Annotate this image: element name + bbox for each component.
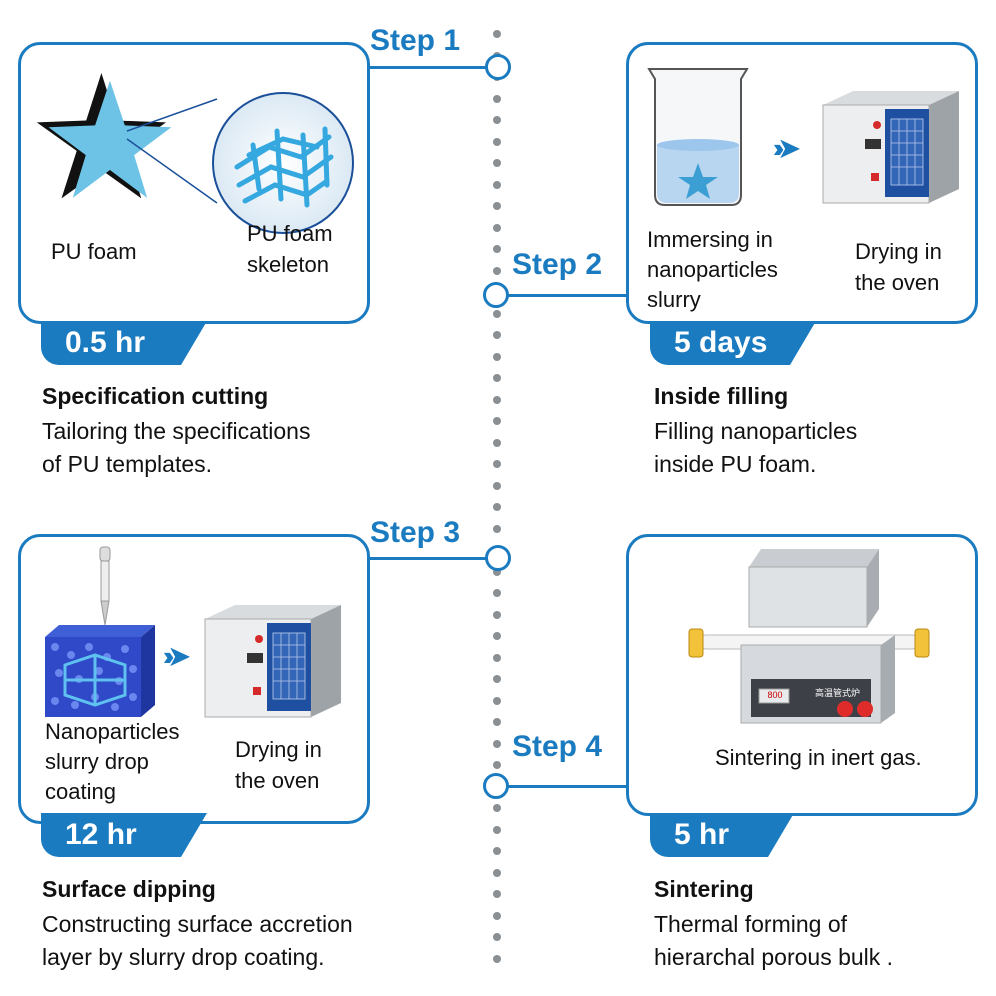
step-3-node [485, 545, 511, 571]
nanoparticles-caption-line-3: coating [45, 779, 116, 804]
step-3-desc-line-2: layer by slurry drop coating. [42, 944, 325, 970]
immersing-caption-line-1: Immersing in [647, 227, 773, 252]
pu-foam-skeleton-caption-line-1: PU foam [247, 221, 333, 246]
step-3-desc-line-1: Constructing surface accretion [42, 911, 353, 937]
step-2-desc-line-2: inside PU foam. [654, 451, 817, 477]
step-1-connector [368, 66, 488, 69]
step-2-label: Step 2 [512, 248, 603, 281]
step-4-card: 800 高温管式炉 Sintering in inert gas. [626, 534, 978, 816]
sintering-caption: Sintering in inert gas. [715, 745, 922, 770]
immersing-caption-line-3: slurry [647, 287, 701, 312]
timeline-dot [493, 159, 501, 167]
timeline-dot [493, 739, 501, 748]
oven-icon [204, 605, 341, 718]
timeline-dot [493, 933, 501, 941]
step-4-node [483, 773, 509, 799]
timeline-dot [493, 481, 501, 490]
step-1-desc-line-1: Tailoring the specifications [42, 418, 311, 444]
step-4-connector [498, 785, 628, 788]
tube-furnace-icon [688, 549, 930, 724]
pu-foam-skeleton-caption-line-2: skeleton [247, 252, 329, 277]
nanoparticles-caption-line-2: slurry drop [45, 749, 149, 774]
step-4-title: Sintering [654, 876, 754, 902]
step-3-time-badge: 12 hr [41, 813, 207, 857]
timeline-dot [493, 567, 501, 576]
timeline-dot [493, 675, 501, 683]
drying-caption-line-2: the oven [855, 270, 940, 295]
step-3-label: Step 3 [370, 516, 461, 549]
nanoparticle-cube-icon [45, 625, 155, 717]
dropper-icon [99, 546, 111, 626]
step-1-time-badge: 0.5 hr [41, 321, 207, 365]
step-4-desc-line-1: Thermal forming of [654, 911, 848, 937]
step-1-card: PU foam PU foam skeleton [18, 42, 370, 324]
timeline-dot [493, 223, 501, 232]
step-2-desc-line-1: Filling nanoparticles [654, 418, 858, 444]
foam-skeleton-icon [212, 92, 354, 234]
timeline-dot [493, 804, 501, 812]
furnace-display: 800 [767, 690, 783, 700]
step-1-title: Specification cutting [42, 383, 269, 409]
step-4-desc-line-2: hierarchal porous bulk . [654, 944, 894, 970]
timeline-dot [493, 180, 501, 189]
timeline-dot [493, 696, 501, 705]
timeline-dot [493, 137, 501, 146]
process-arrow-icon: ››➤ [773, 133, 800, 163]
timeline-dot [493, 503, 501, 511]
timeline-dot [493, 868, 501, 877]
step-1-node [485, 54, 511, 80]
step-1-desc-line-2: of PU templates. [42, 451, 213, 477]
timeline-dot [493, 460, 501, 468]
step-3-card: ››➤ Nanoparticles slurry drop coating Dr… [18, 534, 370, 824]
timeline-dot [493, 589, 501, 597]
step-1-label: Step 1 [370, 24, 461, 57]
drying-caption-line-1: Drying in [235, 737, 322, 762]
timeline-dot [493, 653, 501, 662]
pu-foam-caption: PU foam [51, 239, 137, 264]
timeline-dot [493, 352, 501, 361]
timeline-dot [493, 417, 501, 425]
timeline-dot [493, 266, 501, 275]
timeline-dot [493, 847, 501, 855]
timeline-dot [493, 761, 501, 769]
timeline-dot [493, 890, 501, 898]
step-2-connector [498, 294, 628, 297]
step-2-card: ››➤ Immersing in nanoparticles slurry Dr… [626, 42, 978, 324]
beaker-icon [647, 68, 749, 206]
timeline-dot [493, 438, 501, 447]
timeline-dot [493, 116, 501, 124]
timeline-dot [493, 94, 501, 103]
step-4-label: Step 4 [512, 730, 603, 763]
step-2-time-badge: 5 days [650, 321, 816, 365]
timeline-dot [493, 610, 501, 619]
timeline-dot [493, 718, 501, 726]
timeline-dot [493, 911, 501, 920]
timeline-dot [493, 632, 501, 640]
timeline-dot [493, 825, 501, 834]
timeline-dot [493, 331, 501, 339]
oven-icon [822, 91, 959, 204]
immersing-caption-line-2: nanoparticles [647, 257, 778, 282]
timeline-dot [493, 954, 501, 963]
furnace-label: 高温管式炉 [815, 688, 861, 698]
nanoparticles-caption-line-1: Nanoparticles [45, 719, 180, 744]
step-4-time-badge: 5 hr [650, 813, 794, 857]
timeline-dot [493, 245, 501, 253]
star-foam-icon [36, 73, 172, 199]
step-2-title: Inside filling [654, 383, 789, 409]
step-3-connector [368, 557, 488, 560]
zoom-lines [126, 98, 218, 204]
step-2-node [483, 282, 509, 308]
timeline-dot [493, 524, 501, 533]
drying-caption-line-2: the oven [235, 768, 320, 793]
timeline-dot [493, 374, 501, 382]
timeline-dot [493, 202, 501, 210]
drying-caption-line-1: Drying in [855, 239, 942, 264]
timeline-dot [493, 309, 501, 318]
process-arrow-icon: ››➤ [163, 641, 190, 671]
step-3-title: Surface dipping [42, 876, 216, 902]
timeline-dot [493, 30, 501, 38]
timeline-dot [493, 395, 501, 404]
